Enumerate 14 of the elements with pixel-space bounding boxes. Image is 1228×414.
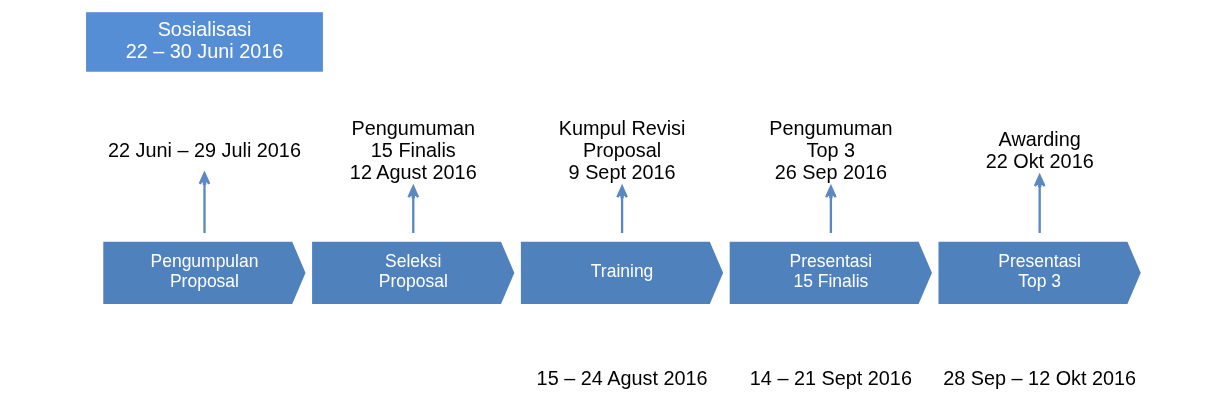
arrow — [824, 185, 837, 233]
node-box: Sosialisasi 22 – 30 Juni 2016 — [85, 12, 323, 72]
node-text: Pengumuman Top 3 26 Sep 2016 — [768, 116, 893, 184]
arrow — [406, 185, 419, 233]
node-label: 28 Sep – 12 Okt 2016 — [942, 367, 1136, 390]
node-text: Pengumuman 15 Finalis 12 Agust 2016 — [349, 116, 477, 184]
node-label: 15 – 24 Agust 2016 — [536, 367, 708, 390]
arrow — [1033, 174, 1046, 233]
arrow — [615, 185, 628, 233]
node-text: Awarding 22 Okt 2016 — [985, 127, 1094, 173]
node-label: 14 – 21 Sept 2016 — [749, 367, 912, 390]
arrow — [198, 172, 210, 233]
node-text: Kumpul Revisi Proposal 9 Sept 2016 — [558, 116, 685, 184]
node-text: 22 Juni – 29 Juli 2016 — [107, 138, 301, 161]
